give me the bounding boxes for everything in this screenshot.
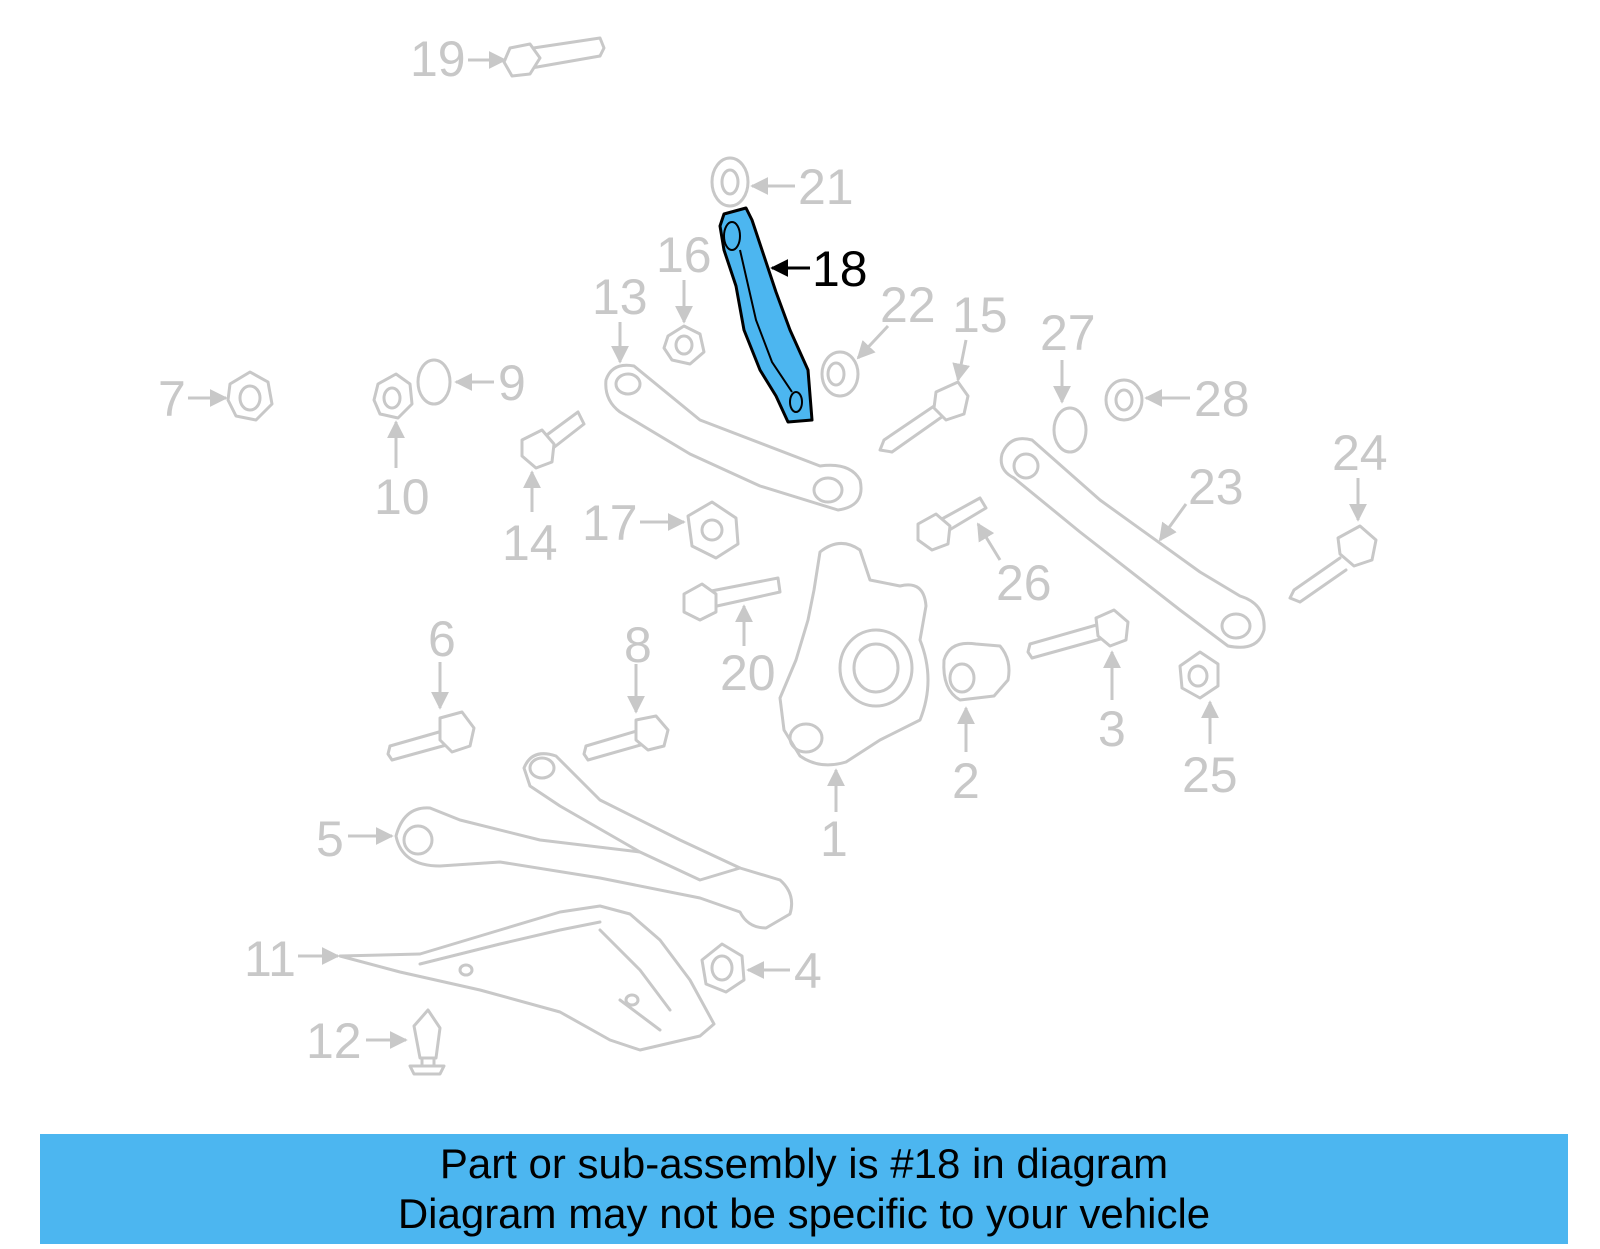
- callout-24: 24: [1332, 425, 1388, 481]
- callout-9: 9: [498, 355, 526, 411]
- part-23-control-arm: [999, 437, 1266, 649]
- part-20-bolt: [682, 576, 782, 622]
- callout-10: 10: [374, 469, 430, 525]
- callout-25: 25: [1182, 747, 1238, 803]
- callout-1: 1: [820, 811, 848, 867]
- callout-2: 2: [952, 753, 980, 809]
- callout-14: 14: [502, 515, 558, 571]
- callout-19: 19: [410, 31, 466, 87]
- callout-18: 18: [812, 241, 868, 297]
- part-28-nut: [1104, 378, 1144, 422]
- part-25-nut: [1178, 650, 1220, 700]
- callout-3: 3: [1098, 701, 1126, 757]
- callout-27: 27: [1040, 305, 1096, 361]
- part-2-bushing: [942, 641, 1011, 702]
- banner-line-disclaimer: Diagram may not be specific to your vehi…: [397, 1190, 1211, 1237]
- callout-7: 7: [158, 371, 186, 427]
- part-12-clip: [408, 1008, 446, 1076]
- callout-16: 16: [656, 227, 712, 283]
- callout-17: 17: [582, 495, 638, 551]
- callout-12: 12: [306, 1013, 362, 1069]
- part-8-bolt: [582, 714, 670, 762]
- part-18-upper-control-link: [718, 206, 814, 424]
- callout-11: 11: [244, 931, 296, 987]
- part-21-nut: [710, 156, 750, 208]
- part-19-bolt: [502, 36, 606, 78]
- callout-8: 8: [624, 617, 652, 673]
- part-10-nut: [372, 372, 414, 420]
- part-6-bolt: [386, 710, 476, 762]
- part-5-lower-control-arm: [394, 752, 794, 930]
- part-9-o-ring: [416, 358, 452, 406]
- callout-15: 15: [952, 287, 1008, 343]
- part-15-bolt: [878, 380, 970, 454]
- callout-22: 22: [880, 277, 936, 333]
- part-11-shield: [338, 904, 716, 1052]
- callout-23: 23: [1188, 459, 1244, 515]
- callout-13: 13: [592, 269, 648, 325]
- part-4-nut: [700, 942, 746, 994]
- part-3-bolt: [1026, 608, 1130, 660]
- callout-28: 28: [1194, 371, 1250, 427]
- callout-4: 4: [794, 943, 822, 999]
- callout-21: 21: [798, 159, 854, 215]
- part-26-bolt: [916, 496, 988, 552]
- callout-20: 20: [720, 645, 776, 701]
- callout-26: 26: [996, 555, 1052, 611]
- part-27-o-ring: [1052, 406, 1088, 454]
- callout-6: 6: [428, 611, 456, 667]
- part-13-control-arm: [604, 363, 863, 512]
- callout-5: 5: [316, 811, 344, 867]
- part-17-nut: [686, 500, 740, 560]
- part-1-knuckle: [778, 542, 930, 767]
- part-16-nut: [662, 324, 706, 366]
- part-7-nut: [226, 370, 274, 422]
- banner-line-part-number: Part or sub-assembly is #18 in diagram: [439, 1140, 1169, 1187]
- info-banner: Part or sub-assembly is #18 in diagram D…: [40, 1134, 1568, 1244]
- part-22-nut: [820, 350, 860, 398]
- part-24-bolt: [1288, 524, 1378, 604]
- part-14-bolt: [520, 410, 586, 470]
